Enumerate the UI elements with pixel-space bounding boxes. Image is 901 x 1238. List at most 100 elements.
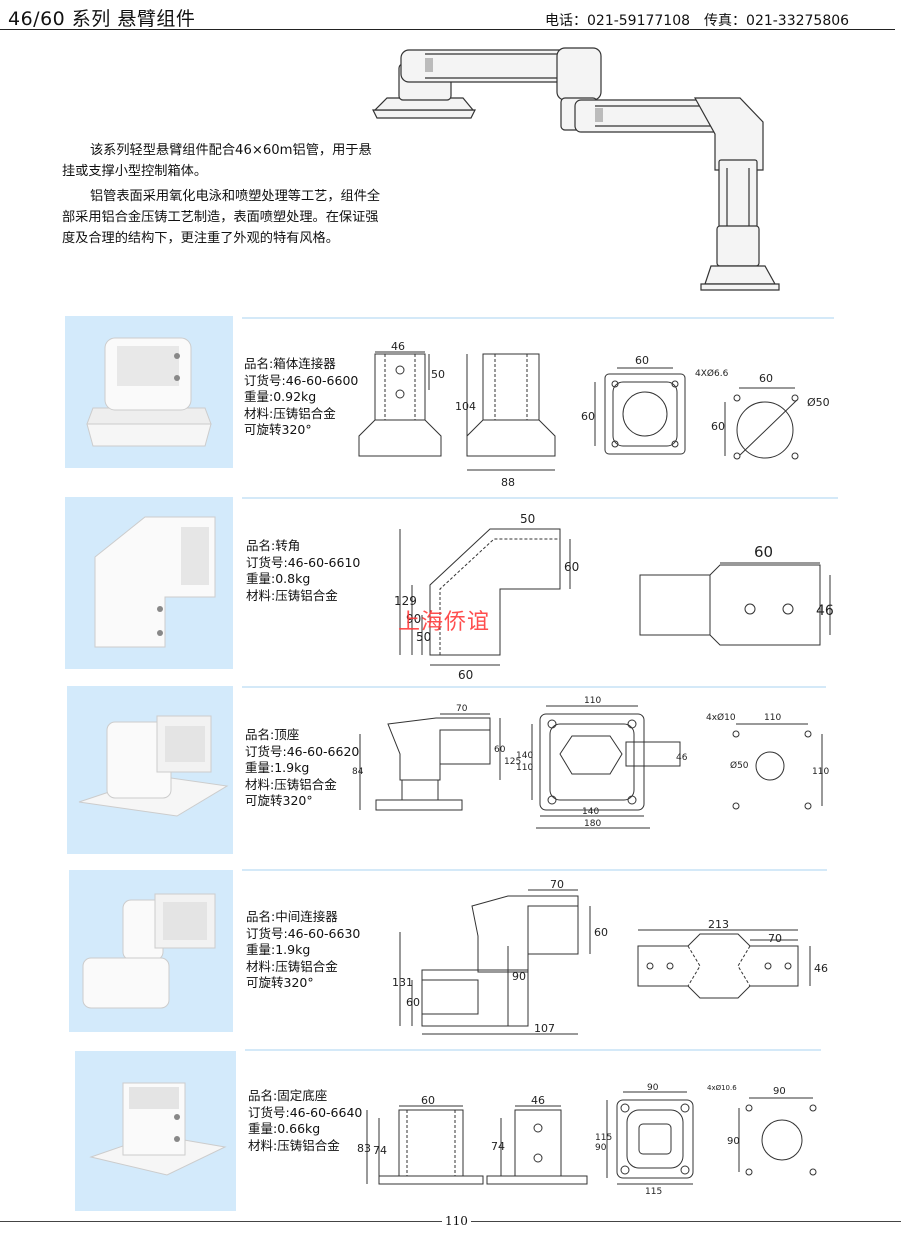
spec-weight: 重量:1.9kg — [245, 760, 310, 775]
product-photo-middle-connector — [69, 870, 233, 1032]
drawing-box-connector: 46 50 104 88 60 60 60 60 4XØ6.6 Ø50 — [358, 340, 830, 489]
separator-5 — [245, 1049, 821, 1051]
separator-4 — [242, 869, 827, 871]
spec-material: 材料:压铸铝合金 — [246, 958, 338, 974]
separator-3 — [242, 686, 826, 688]
dim-90-top: 90 — [647, 1083, 659, 1093]
dim-88: 88 — [501, 476, 515, 489]
dim-46: 46 — [391, 340, 405, 353]
spec-name: 品名:箱体连接器 — [244, 356, 336, 371]
intro-paragraph-2: 铝管表面采用氧化电泳和喷塑处理等工艺，组件全部采用铝合金压铸工艺制造，表面喷塑处… — [62, 189, 381, 246]
dim-107: 107 — [534, 1022, 555, 1035]
contact-info: 电话：021-59177108 传真：021-33275806 — [545, 13, 850, 29]
dim-84: 84 — [352, 767, 364, 777]
drawing-top-mount: 70 60 125 84 110 140 110 140 180 46 4xØ1… — [352, 696, 829, 829]
dim-180-bottom: 180 — [584, 819, 601, 829]
dim-60-bottom: 60 — [458, 668, 473, 682]
product-photo-fixed-base — [75, 1051, 236, 1211]
dim-70: 70 — [456, 704, 468, 714]
dim-125: 125 — [504, 757, 521, 767]
drawing-corner: 50 60 129 90 50 60 60 46 — [394, 512, 834, 682]
dim-90: 90 — [512, 970, 526, 983]
dim-83: 83 — [357, 1142, 371, 1155]
specs-top-mount: 品名:顶座 订货号:46-60-6620 重量:1.9kg 材料:压铸铝合金 可… — [245, 727, 359, 810]
dim-140-bottom: 140 — [582, 807, 599, 817]
spec-rotation: 可旋转320° — [245, 793, 313, 808]
spec-weight: 重量:0.92kg — [244, 389, 317, 404]
dim-131: 131 — [392, 976, 413, 989]
spec-rotation: 可旋转320° — [244, 422, 312, 437]
spec-name: 品名:固定底座 — [248, 1088, 328, 1103]
page-number: 110 — [442, 1214, 471, 1228]
dim-60: 60 — [494, 745, 506, 755]
dim-110-hole-height: 110 — [812, 767, 829, 777]
product-photo-top-mount — [67, 686, 233, 854]
dim-110-left: 110 — [516, 763, 533, 773]
dim-74-right: 74 — [491, 1140, 505, 1153]
dim-60b: 60 — [581, 410, 595, 423]
middle-connector-photo-icon — [82, 893, 216, 1009]
spec-name: 品名:顶座 — [245, 727, 300, 742]
dim-213: 213 — [708, 918, 729, 931]
dim-90-left: 90 — [595, 1143, 607, 1153]
intro-paragraph-1: 该系列轻型悬臂组件配合46×60m铝管，用于悬挂或支撑小型控制箱体。 — [62, 143, 372, 179]
cantilever-arm-illustration — [372, 47, 780, 291]
spec-rotation: 可旋转320° — [246, 975, 314, 990]
dim-110-top: 110 — [584, 696, 601, 706]
dim-46: 46 — [676, 753, 688, 763]
spec-material: 材料:压铸铝合金 — [244, 405, 336, 421]
dim-60: 60 — [421, 1094, 435, 1107]
dim-46: 46 — [531, 1094, 545, 1107]
dim-90: 90 — [406, 612, 421, 626]
dim-holes: 4xØ10.6 — [707, 1084, 737, 1092]
dim-dia: Ø50 — [807, 396, 830, 409]
separator-2 — [242, 497, 838, 499]
dim-holes: 4xØ10 — [706, 712, 736, 723]
fixed-base-photo-icon — [89, 1082, 227, 1176]
dim-90-hole-width: 90 — [773, 1086, 786, 1097]
spec-order-no: 订货号:46-60-6630 — [246, 925, 361, 941]
spec-name: 品名:转角 — [246, 538, 301, 553]
specs-middle-connector: 品名:中间连接器 订货号:46-60-6630 重量:1.9kg 材料:压铸铝合… — [246, 909, 360, 992]
box-connector-photo-icon — [86, 337, 212, 447]
dim-70: 70 — [550, 878, 564, 891]
dim-140-left: 140 — [516, 751, 533, 761]
dim-side-46: 46 — [816, 603, 834, 619]
dim-60a: 60 — [635, 354, 649, 367]
dim-115-left: 115 — [595, 1133, 612, 1143]
spec-order-no: 订货号:46-60-6610 — [246, 554, 361, 570]
dim-104: 104 — [455, 400, 476, 413]
page-header: 46/60 系列 悬臂组件 电话：021-59177108 传真：021-332… — [0, 0, 901, 30]
spec-weight: 重量:0.66kg — [248, 1121, 321, 1136]
spec-material: 材料:压铸铝合金 — [248, 1137, 340, 1153]
dim-46: 46 — [814, 962, 828, 975]
dim-dia: Ø50 — [730, 760, 749, 771]
dim-60: 60 — [564, 560, 579, 574]
top-mount-photo-icon — [78, 715, 229, 817]
spec-material: 材料:压铸铝合金 — [245, 776, 337, 792]
spec-weight: 重量:1.9kg — [246, 942, 311, 957]
dim-60-left: 60 — [406, 996, 420, 1009]
specs-corner: 品名:转角 订货号:46-60-6610 重量:0.8kg 材料:压铸铝合金 — [246, 538, 360, 604]
specs-fixed-base: 品名:固定底座 订货号:46-60-6640 重量:0.66kg 材料:压铸铝合… — [248, 1088, 362, 1154]
product-photo-box-connector — [65, 316, 233, 468]
dim-129: 129 — [394, 594, 417, 608]
spec-weight: 重量:0.8kg — [246, 571, 311, 586]
dim-50b: 50 — [416, 630, 431, 644]
dim-50: 50 — [520, 512, 535, 526]
specs-box-connector: 品名:箱体连接器 订货号:46-60-6600 重量:0.92kg 材料:压铸铝… — [244, 356, 358, 439]
product-photo-corner — [65, 497, 233, 669]
dim-115-bottom: 115 — [645, 1187, 662, 1196]
drawing-middle-connector: 70 60 131 90 60 107 213 70 46 — [392, 878, 828, 1035]
dim-60d: 60 — [711, 420, 725, 433]
dim-side-60: 60 — [754, 543, 773, 561]
dim-holes: 4XØ6.6 — [695, 368, 729, 379]
spec-name: 品名:中间连接器 — [246, 909, 338, 924]
separator-1 — [242, 317, 834, 319]
dim-60c: 60 — [759, 372, 773, 385]
drawing-fixed-base: 60 83 74 46 74 90 115 90 115 4xØ10.6 90 … — [357, 1083, 817, 1196]
spec-material: 材料:压铸铝合金 — [246, 587, 338, 603]
spec-order-no: 订货号:46-60-6640 — [248, 1104, 363, 1120]
dim-50: 50 — [431, 368, 445, 381]
watermark: 上海侨谊 — [398, 610, 491, 635]
